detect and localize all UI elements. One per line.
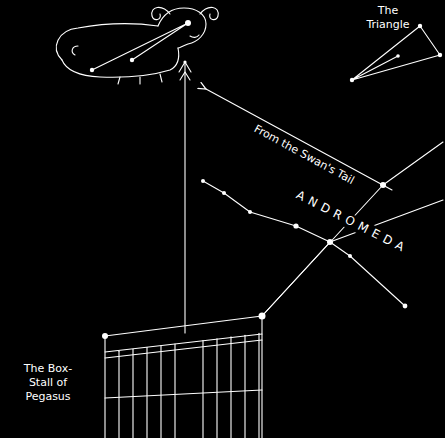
stars: [90, 20, 442, 339]
stall-plank: [258, 333, 259, 438]
stall-plank: [132, 349, 133, 438]
triangle-constellation: [352, 26, 440, 80]
stall-plank: [146, 348, 147, 438]
chart-label: The Box-Stall of Pegasus: [15, 362, 81, 403]
pointer-arrow: [206, 89, 392, 190]
stall-plank: [230, 337, 231, 438]
stall-plank: [118, 351, 119, 438]
pointer-line: [184, 62, 185, 333]
stall-plank: [160, 346, 161, 438]
constellation-name: ANDROMEDA: [290, 186, 413, 259]
stall-plank: [244, 335, 245, 438]
box-stall: [105, 316, 262, 438]
chart-label: The Triangle: [357, 4, 419, 32]
stall-plank: [216, 339, 217, 438]
arrow-feather: [179, 62, 191, 80]
stall-plank: [202, 341, 203, 438]
chart-label: From the Swan's Tail: [249, 121, 359, 189]
stall-plank: [174, 344, 175, 438]
ram-figure: [56, 7, 218, 84]
